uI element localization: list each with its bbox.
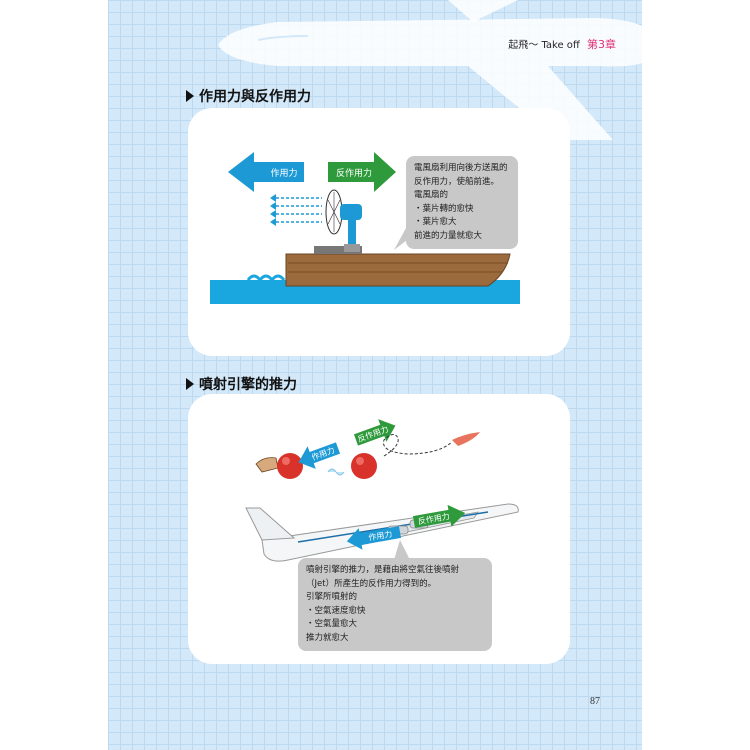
boat-fan-illustration: 作用力 反作用力 xyxy=(210,152,520,304)
deflated-balloon xyxy=(452,432,480,446)
jet-action-arrow-icon xyxy=(346,526,402,550)
book-page: 起飛～ Take off 第3章 作用力與反作用力 xyxy=(108,0,642,750)
balloon-reaction-arrow-icon xyxy=(353,419,396,446)
section2-title: 噴射引擎的推力 xyxy=(186,374,297,394)
fan-base xyxy=(314,246,362,254)
svg-text:作用力: 作用力 xyxy=(368,528,393,542)
jet-explanation-bubble: 噴射引擎的推力，是藉由將空氣往後噴射 （Jet）所產生的反作用力得到的。 引擎所… xyxy=(298,558,492,651)
hand xyxy=(255,457,279,473)
chapter-number: 第3章 xyxy=(587,38,616,51)
reaction-arrow-icon xyxy=(328,152,396,192)
flight-path xyxy=(383,434,453,457)
balloon-action-arrow-icon xyxy=(298,442,341,469)
reaction-arrow-label: 反作用力 xyxy=(336,167,372,179)
balloon-held xyxy=(277,453,303,479)
triangle-bullet-icon xyxy=(186,378,194,390)
balloon-released xyxy=(351,453,377,479)
svg-text:反作用力: 反作用力 xyxy=(356,424,389,444)
fan-motor xyxy=(340,204,362,220)
section1-panel: 作用力 反作用力 電風扇利用向後方送風的 反作用力，使船前進。 電風扇的 ・葉片… xyxy=(188,108,570,356)
chapter-title: 起飛～ Take off xyxy=(508,40,580,51)
action-arrow-icon xyxy=(228,152,304,192)
wind-lines xyxy=(276,197,322,223)
fan-stand xyxy=(348,212,356,248)
explanation-bubble: 電風扇利用向後方送風的 反作用力，使船前進。 電風扇的 ・葉片轉的愈快 ・葉片愈… xyxy=(406,156,518,249)
water-splash xyxy=(246,274,286,283)
jet-reaction-arrow-icon xyxy=(412,504,466,528)
jet-engine-illustration: 作用力 反作用力 作用力 xyxy=(245,419,519,562)
triangle-bullet-icon xyxy=(186,90,194,102)
action-arrow-label: 作用力 xyxy=(270,167,297,179)
page-number: 87 xyxy=(590,696,600,707)
header-airplane-illustration xyxy=(218,0,642,140)
chapter-header: 起飛～ Take off 第3章 xyxy=(508,36,616,52)
section1-title: 作用力與反作用力 xyxy=(186,86,311,106)
section2-panel: 作用力 反作用力 作用力 xyxy=(188,394,570,664)
boat-hull xyxy=(285,253,511,287)
